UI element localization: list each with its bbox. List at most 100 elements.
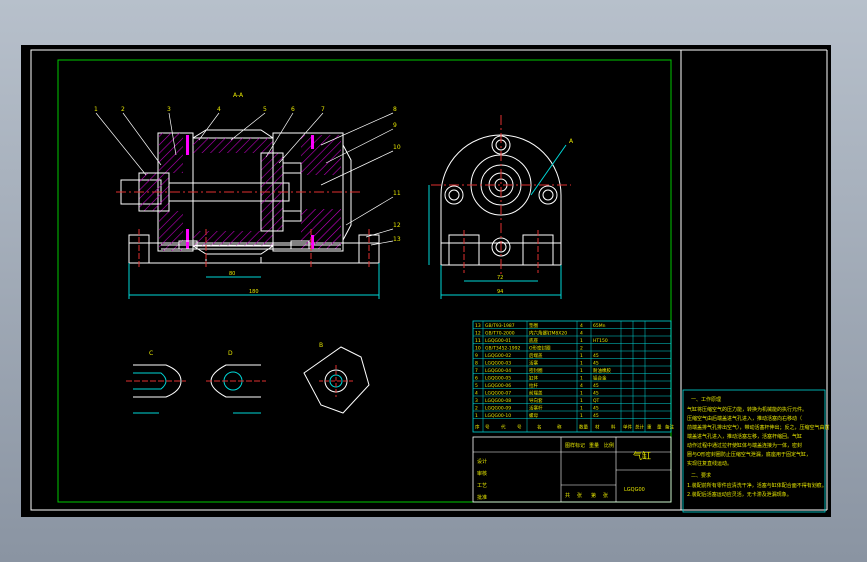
- notes-line: 2.装配后活塞运动应灵活，无卡滞及泄漏现象。: [687, 491, 792, 498]
- sign-approve: 批准: [477, 494, 487, 501]
- callout-8: 8: [393, 106, 397, 113]
- view-label-a: A: [569, 138, 574, 145]
- parts-row-qty: 4: [580, 323, 583, 329]
- parts-row-name: 螺母: [529, 412, 538, 419]
- dim-overall-length: 180: [249, 289, 259, 295]
- notes-line: 前端盖排气孔排出空气），带动活塞杆伸出；反之，压缩空气由前: [687, 424, 830, 431]
- dim-base-width: 80: [229, 271, 235, 277]
- drawing-border: [30, 49, 828, 511]
- parts-row-qty: 1: [580, 361, 583, 367]
- sheet-no: 第: [591, 492, 596, 499]
- detail-view-b: B: [303, 342, 370, 414]
- parts-row-material: 45: [593, 391, 599, 397]
- dim-side-width: 94: [497, 289, 503, 295]
- callout-13: 13: [393, 236, 401, 243]
- parts-row-code: LGQG00-09: [485, 406, 511, 412]
- parts-row-code: LGQG00-04: [485, 368, 511, 374]
- parts-row-no: 11: [475, 338, 481, 344]
- parts-row-no: 3: [475, 398, 478, 404]
- side-view: 94 72 A: [428, 115, 574, 299]
- callout-9: 9: [393, 122, 397, 129]
- parts-row-code: GB/T3452-1992: [485, 346, 521, 352]
- parts-row-material: 45: [593, 383, 599, 389]
- technical-notes: 一、工作原理 气缸将压缩空气的压力能，转换为机械能的执行元件。 压缩空气由后端盖…: [682, 389, 830, 513]
- parts-row-code: LGQG00-03: [485, 361, 511, 367]
- callout-6: 6: [291, 106, 295, 113]
- parts-row-qty: 1: [580, 353, 583, 359]
- parts-header-cell: 称: [557, 424, 562, 431]
- parts-header-cell: 备注: [665, 424, 674, 431]
- parts-row-code: LGQG00-01: [485, 338, 511, 344]
- parts-row-code: LGQG00-07: [485, 391, 511, 397]
- parts-row-code: LGQG00-06: [485, 383, 511, 389]
- parts-header-cell: 重: [647, 424, 652, 431]
- scale-mark: 图样标记: [565, 442, 585, 449]
- parts-row-no: 6: [475, 376, 478, 382]
- parts-row-name: 缸体: [529, 375, 538, 382]
- parts-row-no: 2: [475, 406, 478, 412]
- parts-row-name: O形密封圈: [529, 345, 551, 352]
- parts-row-code: LGQG00-05: [485, 376, 511, 382]
- parts-row-material: 65Mn: [593, 323, 606, 329]
- sheet-no-unit: 张: [603, 492, 608, 499]
- view-label-aa: A-A: [233, 92, 244, 99]
- parts-row-qty: 1: [580, 338, 583, 344]
- parts-header-cell: 单件: [623, 424, 632, 431]
- parts-row-no: 9: [475, 353, 478, 359]
- parts-row-name: 前端盖: [529, 390, 543, 397]
- parts-header-cell: 料: [611, 424, 616, 431]
- front-section-view: A-A: [94, 92, 401, 299]
- parts-header-cell: 号: [517, 425, 522, 431]
- parts-row-no: 5: [475, 383, 478, 389]
- detail-view-c: C: [126, 350, 186, 414]
- title-block: 气缸 LGQG00 设计 审核 工艺 批准 图样标记 重量 比例 共 张 第 张: [472, 436, 672, 503]
- parts-row-qty: 1: [580, 398, 583, 404]
- notes-line: 动作过程中通过拉杆使缸体与端盖连接为一体，密封: [687, 442, 802, 449]
- parts-row-qty: 4: [580, 383, 583, 389]
- notes-line: 1.装配前所有零件应清洗干净，活塞与缸体配合面不得有划痕。: [687, 482, 827, 489]
- notes-line: 压缩空气由后端盖进气孔进入，推动活塞向右移动（: [687, 415, 802, 422]
- notes-line: 实现往复直线运动。: [687, 460, 732, 467]
- parts-row-no: 8: [475, 361, 478, 367]
- parts-row-material: 45: [593, 353, 599, 359]
- view-label-b: B: [319, 342, 323, 349]
- parts-row-qty: 1: [580, 413, 583, 419]
- scale-ratio: 比例: [604, 442, 614, 449]
- parts-row-qty: 1: [580, 406, 583, 412]
- sheet-total: 共: [565, 492, 570, 499]
- parts-row-qty: 4: [580, 331, 583, 337]
- parts-row-no: 12: [475, 331, 481, 337]
- parts-row-no: 13: [475, 323, 481, 329]
- parts-row-code: GB/T93-1987: [485, 323, 515, 329]
- parts-header-cell: 代: [501, 424, 506, 431]
- cad-drawing: A-A: [30, 49, 830, 513]
- parts-row-material: 45: [593, 406, 599, 412]
- notes-heading-2: 二、要求: [691, 472, 711, 479]
- callout-3: 3: [167, 106, 171, 113]
- notes-line: 端盖进气孔进入，推动活塞左移，活塞杆缩回。气缸: [687, 433, 802, 440]
- parts-header-cell: 量: [657, 424, 662, 431]
- parts-row-no: 10: [475, 346, 481, 352]
- parts-row-material: 45: [593, 361, 599, 367]
- parts-row-name: 导向套: [529, 397, 543, 404]
- parts-header-cell: 号: [485, 425, 490, 431]
- parts-row-name: 垫圈: [529, 322, 538, 329]
- part-name: 气缸: [633, 450, 651, 462]
- parts-row-no: 4: [475, 391, 478, 397]
- parts-row-material: QT: [593, 398, 600, 404]
- notes-line: 气缸将压缩空气的压力能，转换为机械能的执行元件。: [687, 406, 807, 413]
- parts-row-name: 后端盖: [529, 352, 543, 359]
- parts-row-no: 1: [475, 413, 478, 419]
- parts-row-code: GB/T70-2000: [485, 331, 515, 337]
- parts-header-cell: 总计: [635, 424, 644, 431]
- parts-row-name: 密封圈: [529, 367, 543, 374]
- notes-heading-1: 一、工作原理: [691, 396, 721, 403]
- callout-4: 4: [217, 106, 221, 113]
- parts-row-material: 铝合金: [593, 375, 607, 382]
- parts-row-qty: 2: [580, 346, 583, 352]
- parts-row-qty: 1: [580, 391, 583, 397]
- sheet-total-unit: 张: [577, 492, 582, 499]
- parts-header-cell: 数量: [579, 424, 588, 431]
- parts-header-cell: 序: [475, 424, 480, 431]
- callout-2: 2: [121, 106, 125, 113]
